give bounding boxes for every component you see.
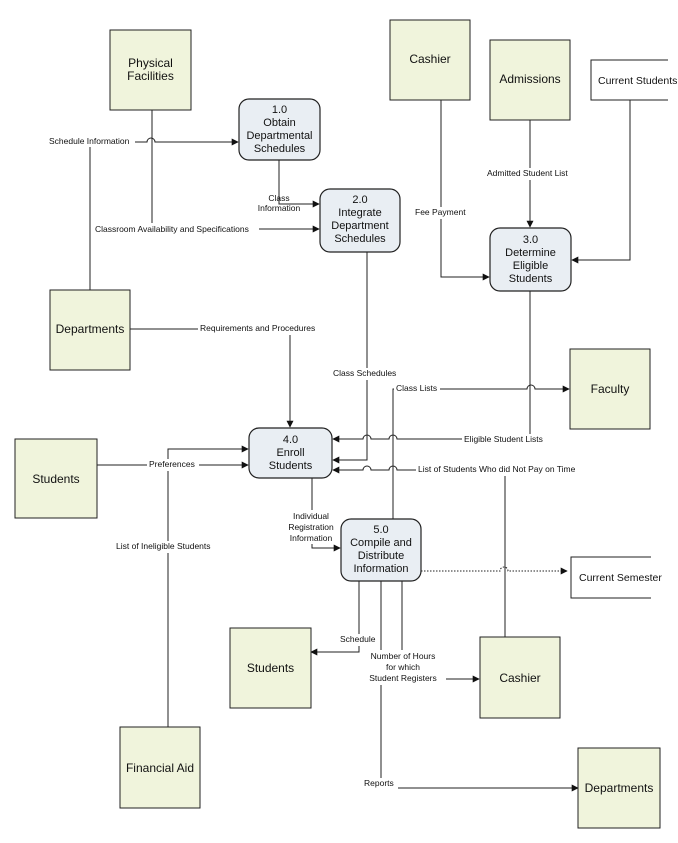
- flow-ineligible-students: [167, 445, 249, 727]
- svg-text:Cashier: Cashier: [499, 671, 540, 685]
- label-admitted-student-list: Admitted Student List: [487, 168, 568, 178]
- entity-cashier-bottom: Cashier: [479, 636, 561, 719]
- svg-text:3.0: 3.0: [523, 234, 538, 246]
- svg-text:Current Students: Current Students: [598, 75, 677, 87]
- label-ineligible-students: List of Ineligible Students: [116, 541, 211, 551]
- label-preferences: Preferences: [149, 459, 195, 469]
- svg-text:Determine: Determine: [505, 247, 556, 259]
- flow-schedule: [310, 581, 360, 656]
- flow-current-students: [571, 100, 631, 264]
- entity-admissions: Admissions: [489, 39, 571, 121]
- label-individual-registration-2: Registration: [288, 522, 334, 532]
- flow-schedule-information: [89, 137, 239, 290]
- svg-text:Facilities: Facilities: [127, 69, 174, 83]
- label-eligible-student-lists: Eligible Student Lists: [464, 434, 543, 444]
- svg-text:Faculty: Faculty: [591, 382, 630, 396]
- label-fee-payment: Fee Payment: [415, 207, 466, 217]
- label-individual-registration-1: Individual: [293, 511, 329, 521]
- process-2-integrate-department-schedules: 2.0 Integrate Department Schedules: [319, 188, 401, 253]
- svg-text:Students: Students: [269, 460, 313, 472]
- label-schedule-information: Schedule Information: [49, 136, 130, 146]
- label-class-information-2: Information: [258, 203, 301, 213]
- svg-text:Integrate: Integrate: [338, 207, 381, 219]
- entity-departments-left: Departments: [49, 289, 131, 371]
- flow-class-information: [278, 160, 320, 208]
- label-individual-registration-3: Information: [290, 533, 333, 543]
- svg-text:Departments: Departments: [56, 322, 125, 336]
- entity-faculty: Faculty: [569, 348, 651, 430]
- svg-text:Students: Students: [32, 472, 79, 486]
- flow-class-schedules: [332, 252, 368, 464]
- entity-cashier-top: Cashier: [389, 19, 471, 101]
- svg-text:4.0: 4.0: [283, 434, 298, 446]
- label-number-of-hours-1: Number of Hours: [371, 651, 436, 661]
- svg-text:Departments: Departments: [585, 781, 654, 795]
- svg-text:Departmental: Departmental: [246, 130, 312, 142]
- svg-text:2.0: 2.0: [352, 194, 367, 206]
- flow-labels: Schedule Information Class Information C…: [47, 135, 588, 790]
- entity-departments-bottom: Departments: [577, 747, 661, 829]
- svg-text:Department: Department: [331, 220, 388, 232]
- label-class-schedules: Class Schedules: [333, 368, 396, 378]
- flow-individual-registration: [311, 478, 341, 552]
- svg-text:Students: Students: [247, 661, 294, 675]
- flow-class-lists: [392, 384, 570, 519]
- label-class-lists: Class Lists: [396, 383, 437, 393]
- label-class-information-1: Class: [268, 193, 289, 203]
- entity-students-left: Students: [14, 438, 98, 519]
- store-current-students: Current Students: [590, 59, 677, 101]
- svg-text:Admissions: Admissions: [499, 72, 560, 86]
- svg-text:Cashier: Cashier: [409, 52, 450, 66]
- entity-students-bottom: Students: [229, 627, 312, 709]
- svg-text:Schedules: Schedules: [334, 233, 386, 245]
- svg-text:5.0: 5.0: [373, 524, 388, 536]
- process-3-determine-eligible-students: 3.0 Determine Eligible Students: [489, 227, 572, 292]
- entity-financial-aid: Financial Aid: [119, 726, 201, 809]
- label-number-of-hours-2: for which: [386, 662, 420, 672]
- flow-did-not-pay: [332, 465, 506, 637]
- svg-text:Obtain: Obtain: [263, 117, 295, 129]
- svg-text:Distribute: Distribute: [358, 550, 404, 562]
- store-current-semester: Current Semester: [570, 556, 662, 599]
- label-schedule: Schedule: [340, 634, 376, 644]
- label-did-not-pay: List of Students Who did Not Pay on Time: [418, 464, 576, 474]
- flow-requirements-procedures: [130, 328, 294, 428]
- label-classroom-availability: Classroom Availability and Specification…: [95, 224, 249, 234]
- svg-text:Information: Information: [353, 563, 408, 575]
- process-1-obtain-departmental-schedules: 1.0 Obtain Departmental Schedules: [238, 98, 321, 161]
- svg-text:Physical: Physical: [128, 56, 173, 70]
- flow-to-current-semester: [421, 566, 568, 575]
- svg-text:Schedules: Schedules: [254, 143, 306, 155]
- flow-eligible-student-lists: [332, 291, 531, 443]
- label-requirements-procedures: Requirements and Procedures: [200, 323, 315, 333]
- svg-text:Current Semester: Current Semester: [579, 572, 662, 584]
- flow-fee-payment: [440, 100, 490, 281]
- process-5-compile-distribute-information: 5.0 Compile and Distribute Information: [340, 518, 422, 582]
- svg-text:Students: Students: [509, 273, 553, 285]
- entity-physical-facilities: Physical Facilities: [109, 29, 192, 111]
- svg-text:Compile and: Compile and: [350, 537, 412, 549]
- label-number-of-hours-3: Student Registers: [369, 673, 437, 683]
- process-4-enroll-students: 4.0 Enroll Students: [248, 427, 333, 479]
- svg-text:Financial Aid: Financial Aid: [126, 761, 194, 775]
- svg-text:1.0: 1.0: [272, 104, 287, 116]
- label-reports: Reports: [364, 778, 394, 788]
- svg-text:Enroll: Enroll: [276, 447, 304, 459]
- svg-text:Eligible: Eligible: [513, 260, 548, 272]
